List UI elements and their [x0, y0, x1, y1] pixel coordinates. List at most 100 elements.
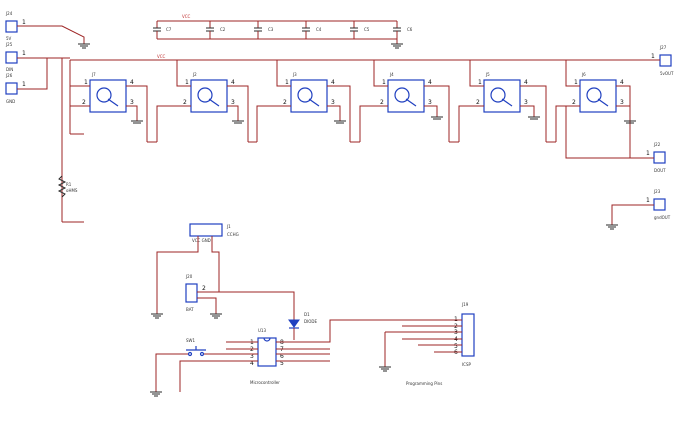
svg-text:ICSP: ICSP [462, 362, 472, 367]
cap-bank-net-label: VCC [182, 14, 191, 19]
svg-text:DOUT: DOUT [654, 168, 666, 173]
svg-text:C3: C3 [268, 27, 274, 32]
svg-text:J4: J4 [389, 72, 394, 77]
svg-text:J7: J7 [91, 72, 96, 77]
svg-text:J23: J23 [653, 189, 661, 194]
resistor-r1: R1 oHMS [57, 175, 84, 223]
svg-text:BAT: BAT [186, 307, 194, 312]
vcc-rail-label: VCC [157, 54, 166, 59]
svg-text:3: 3 [524, 99, 528, 106]
svg-text:4: 4 [130, 79, 134, 86]
svg-text:1: 1 [646, 197, 650, 204]
svg-text:U13: U13 [258, 328, 266, 333]
capacitor-c7: C7 [153, 21, 172, 39]
icsp-header-j19: J19 ICSP Programming Pins 1 2 3 4 5 6 [379, 302, 475, 386]
svg-text:J5: J5 [485, 72, 490, 77]
svg-text:1: 1 [84, 79, 88, 86]
capacitor-c6: C6 [393, 21, 413, 39]
svg-text:2: 2 [82, 99, 86, 106]
svg-text:J22: J22 [653, 142, 661, 147]
svg-text:J1: J1 [226, 224, 231, 229]
svg-text:J19: J19 [461, 302, 469, 307]
diode-d1: D1 DIODE [288, 312, 317, 340]
svg-text:Programming Pins: Programming Pins [406, 381, 442, 386]
capacitor-c4: C4 [302, 21, 322, 39]
svg-text:1: 1 [382, 79, 386, 86]
capacitor-c3: C3 [254, 21, 274, 39]
svg-text:J27: J27 [659, 45, 667, 50]
svg-text:2: 2 [476, 99, 480, 106]
connector-j23: J23 gndOUT 1 [606, 189, 671, 230]
svg-text:GND: GND [6, 99, 15, 104]
svg-text:C6: C6 [407, 27, 413, 32]
svg-text:C7: C7 [166, 27, 172, 32]
svg-text:J3: J3 [292, 72, 297, 77]
ground-symbol [391, 39, 403, 49]
svg-text:CCHG: CCHG [227, 232, 239, 237]
svg-text:4: 4 [428, 79, 432, 86]
connector-j25: J25 DIN 1 [5, 42, 62, 72]
microcontroller-u13: U13 Microcontroller 1 2 3 4 8 7 6 5 [179, 319, 450, 392]
svg-text:C2: C2 [220, 27, 226, 32]
svg-text:J25: J25 [5, 42, 13, 47]
vcc-rail: VCC [61, 54, 646, 222]
battery-ref: J20 [185, 274, 193, 279]
svg-text:DIODE: DIODE [304, 319, 317, 324]
connector-j24: J24 5V 1 [5, 11, 90, 49]
svg-text:6: 6 [280, 353, 284, 360]
svg-text:J26: J26 [5, 73, 13, 78]
switch-j5: J5 1 2 3 4 [458, 60, 547, 142]
switch-j7: J7 1 2 3 4 [70, 72, 148, 142]
svg-text:2: 2 [572, 99, 576, 106]
capacitor-c5: C5 [350, 21, 370, 39]
svg-text:J2: J2 [192, 72, 197, 77]
svg-text:4: 4 [231, 79, 235, 86]
svg-text:J24: J24 [5, 11, 13, 16]
switch-j6: J6 1 2 3 4 [555, 60, 646, 159]
svg-text:2: 2 [283, 99, 287, 106]
svg-text:5: 5 [454, 343, 458, 350]
connector-j27: J27 5vOUT 1 [646, 45, 674, 76]
svg-text:4: 4 [331, 79, 335, 86]
svg-text:3: 3 [428, 99, 432, 106]
svg-text:2: 2 [380, 99, 384, 106]
svg-text:5vOUT: 5vOUT [660, 71, 674, 76]
connector-j26: J26 GND 1 [5, 58, 48, 104]
svg-text:4: 4 [250, 360, 254, 367]
svg-text:1: 1 [22, 50, 26, 57]
svg-text:4: 4 [620, 79, 624, 86]
switch-j2: J2 1 2 3 4 [156, 60, 249, 142]
svg-text:1: 1 [574, 79, 578, 86]
svg-text:1: 1 [285, 79, 289, 86]
svg-text:R1: R1 [66, 182, 72, 187]
svg-text:3: 3 [130, 99, 134, 106]
svg-text:2: 2 [202, 285, 206, 292]
svg-text:gndOUT: gndOUT [654, 215, 671, 220]
switch-j3: J3 1 2 3 4 [256, 60, 351, 142]
svg-text:1: 1 [646, 150, 650, 157]
charge-module-j1: J1 CCHG VCC GND [151, 223, 239, 319]
svg-text:1: 1 [22, 19, 26, 26]
push-button-sw1: SW1 [150, 338, 252, 397]
svg-text:Microcontroller: Microcontroller [250, 380, 280, 385]
svg-text:J6: J6 [581, 72, 586, 77]
svg-text:1: 1 [651, 53, 655, 60]
svg-text:3: 3 [331, 99, 335, 106]
switch-chain-links [70, 133, 556, 143]
svg-text:2: 2 [183, 99, 187, 106]
svg-text:5: 5 [280, 360, 284, 367]
capacitor-bank: VCC C7 C2 C3 C4 C5 C6 [153, 14, 413, 49]
svg-text:1: 1 [478, 79, 482, 86]
svg-text:D1: D1 [304, 312, 310, 317]
svg-text:5V: 5V [6, 36, 12, 41]
switch-j4: J4 1 2 3 4 [359, 60, 450, 142]
svg-text:C4: C4 [316, 27, 322, 32]
svg-text:oHMS: oHMS [66, 188, 78, 193]
capacitor-c2: C2 [206, 21, 226, 39]
svg-text:4: 4 [524, 79, 528, 86]
svg-text:C5: C5 [364, 27, 370, 32]
svg-text:DIN: DIN [6, 67, 13, 72]
svg-text:1: 1 [185, 79, 189, 86]
svg-text:3: 3 [620, 99, 624, 106]
